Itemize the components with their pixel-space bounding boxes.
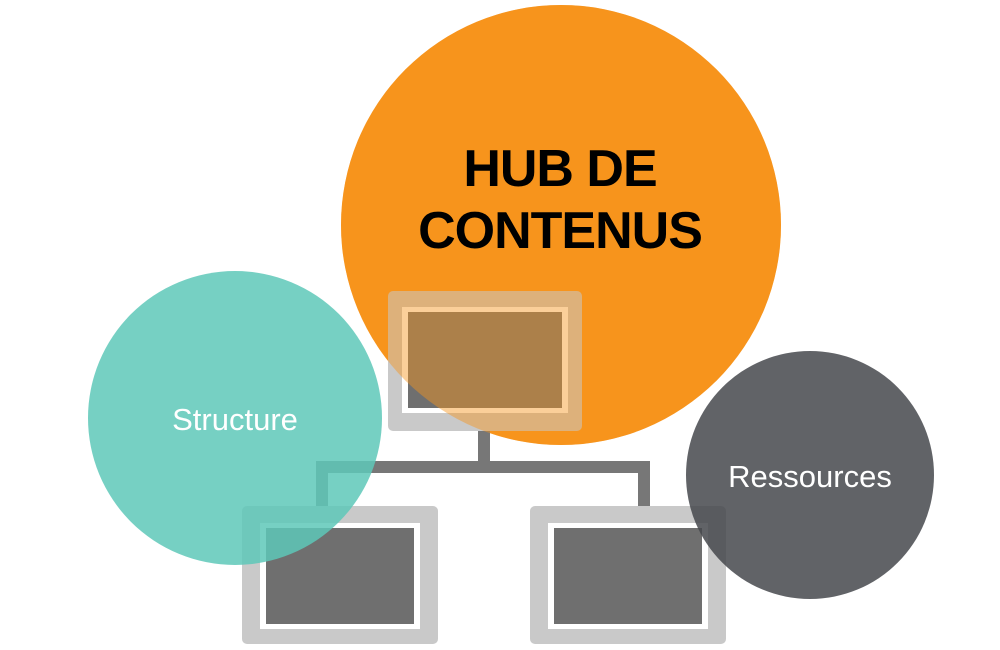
ressources-circle (686, 351, 934, 599)
structure-circle (88, 271, 382, 565)
ressources-label: Ressources (728, 459, 892, 494)
hub-title-line-2: CONTENUS (418, 202, 703, 260)
structure-label: Structure (172, 402, 298, 437)
top-monitor-icon (388, 291, 582, 431)
bottom-right-monitor-icon (530, 506, 726, 644)
hub-circle-overlay (341, 5, 781, 445)
hub-title-line-1: HUB DE (463, 140, 657, 198)
hub-title: HUB DE CONTENUS (340, 138, 780, 262)
